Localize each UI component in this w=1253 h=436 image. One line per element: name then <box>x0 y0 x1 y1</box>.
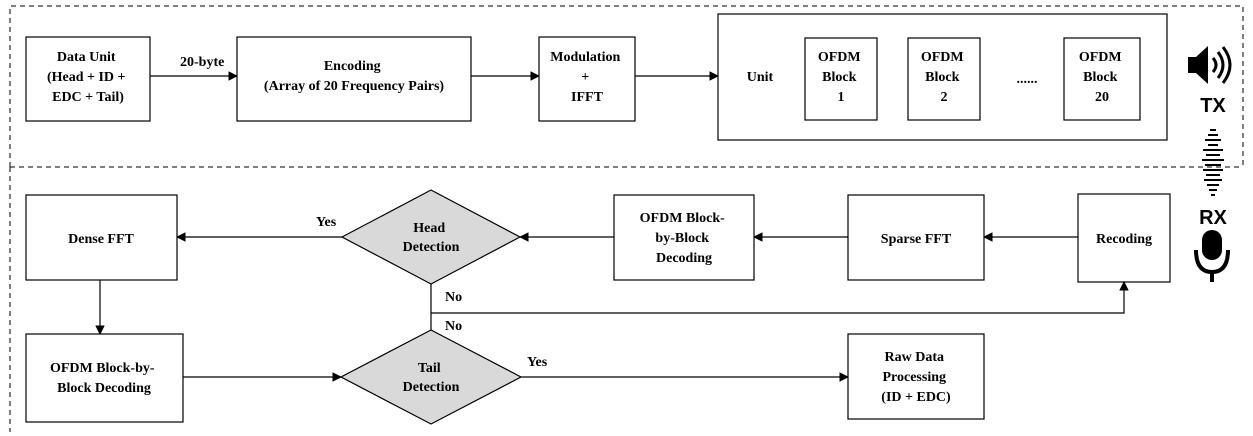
encoding-box: Encoding (Array of 20 Frequency Pairs) <box>236 36 472 122</box>
recoding-box: Recoding <box>1077 193 1171 283</box>
byte-size-label: 20-byte <box>180 55 224 70</box>
data-unit-box: Data Unit (Head + ID + EDC + Tail) <box>25 36 151 122</box>
tx-section-frame <box>9 5 1244 167</box>
ofdm-decoding-box-bottom: OFDM Block-by- Block Decoding <box>25 333 184 423</box>
ofdm-block-2: OFDM Block 2 <box>907 37 981 121</box>
dense-fft-box: Dense FFT <box>25 194 178 281</box>
arrow-no-loop-to-recoding <box>430 282 1124 344</box>
microphone-icon <box>1194 230 1230 282</box>
svg-text:Modulation + IFFT: Modulation + IFFT <box>550 50 624 105</box>
blocks-ellipsis: ...... <box>1017 72 1038 87</box>
ofdm-block-1: OFDM Block 1 <box>804 37 878 121</box>
svg-text:OFDM Block-by- Block Dec: OFDM Block-by- Block Decoding <box>50 361 158 396</box>
svg-text:OFDM Block 2: OFDM Block 2 <box>921 50 967 105</box>
tail-no-label: No <box>445 319 462 334</box>
svg-text:Encoding (Array of 20 Fr: Encoding (Array of 20 Frequency Pairs) <box>264 59 444 94</box>
head-detection-diamond: Head Detection <box>340 189 522 285</box>
modulation-ifft-box: Modulation + IFFT <box>538 36 636 122</box>
head-yes-label: Yes <box>316 215 337 230</box>
svg-text:OFDM Block- by-Block: OFDM Block- by-Block Decoding <box>640 211 729 266</box>
raw-data-processing-box: Raw Data Processing (ID + EDC) <box>847 333 985 420</box>
svg-text:OFDM Block 20: OFDM Block 20 <box>1079 50 1125 105</box>
svg-text:OFDM Block 1: OFDM Block 1 <box>818 50 864 105</box>
head-no-label: No <box>445 290 462 305</box>
svg-text:Sparse FFT: Sparse FFT <box>881 232 952 247</box>
ofdm-decoding-box-top: OFDM Block- by-Block Decoding <box>613 194 755 281</box>
svg-text:Data Unit (Head + ID +: Data Unit (Head + ID + EDC + Tail) <box>47 50 129 105</box>
svg-text:Head Detection: Head Detection <box>403 221 460 255</box>
sound-wave-icon <box>1202 129 1224 196</box>
tail-detection-diamond: Tail Detection <box>339 329 523 425</box>
sparse-fft-box: Sparse FFT <box>847 194 985 281</box>
ofdm-block-20: OFDM Block 20 <box>1063 37 1141 121</box>
svg-text:Unit: Unit <box>747 70 774 85</box>
speaker-icon <box>1188 46 1232 84</box>
svg-text:Recoding: Recoding <box>1096 232 1152 247</box>
tx-badge: TX <box>1200 95 1226 117</box>
svg-text:Dense FFT: Dense FFT <box>68 232 134 247</box>
rx-badge: RX <box>1199 207 1227 229</box>
svg-text:Raw Data Processing: Raw Data Processing (ID + EDC) <box>881 350 951 405</box>
tail-yes-label: Yes <box>527 355 548 370</box>
svg-text:Tail Detection: Tail Detection <box>403 361 460 395</box>
